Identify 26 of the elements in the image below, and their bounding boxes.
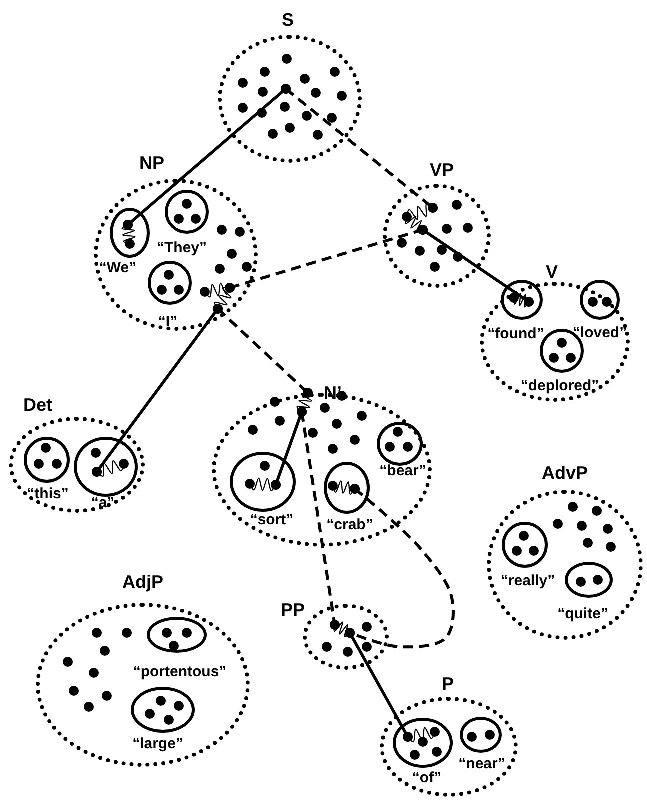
word-label: “crab” [326, 518, 374, 532]
word-label: “They” [157, 240, 207, 256]
phrase-label: Det [24, 396, 52, 414]
phrase-label: AdvP [542, 464, 588, 482]
word-label: “bear” [380, 464, 426, 478]
word-label: “loved” [572, 326, 628, 340]
phrase-label: AdjP [122, 573, 164, 591]
phrase-label: V [546, 263, 558, 281]
word-label: “sort” [250, 512, 294, 528]
word-label: “this” [27, 486, 69, 502]
word-label: “of” [412, 770, 442, 786]
word-label: “near” [458, 756, 506, 772]
phrase-label: VP [430, 161, 454, 179]
phrase-label: NP [140, 154, 164, 172]
word-label: “quite” [558, 606, 608, 622]
word-label: “We” [99, 260, 137, 276]
phrase-label: N’ [324, 384, 342, 402]
phrase-label: PP [281, 601, 305, 619]
word-label: “found” [488, 326, 544, 342]
word-label: “really” [500, 574, 556, 588]
word-label: “I” [158, 314, 178, 330]
phrase-label: P [442, 675, 454, 693]
word-label: “portentous” [133, 664, 227, 680]
word-label: “large” [132, 736, 184, 752]
word-label: “deplored” [520, 378, 600, 394]
phrase-label: S [282, 11, 294, 29]
